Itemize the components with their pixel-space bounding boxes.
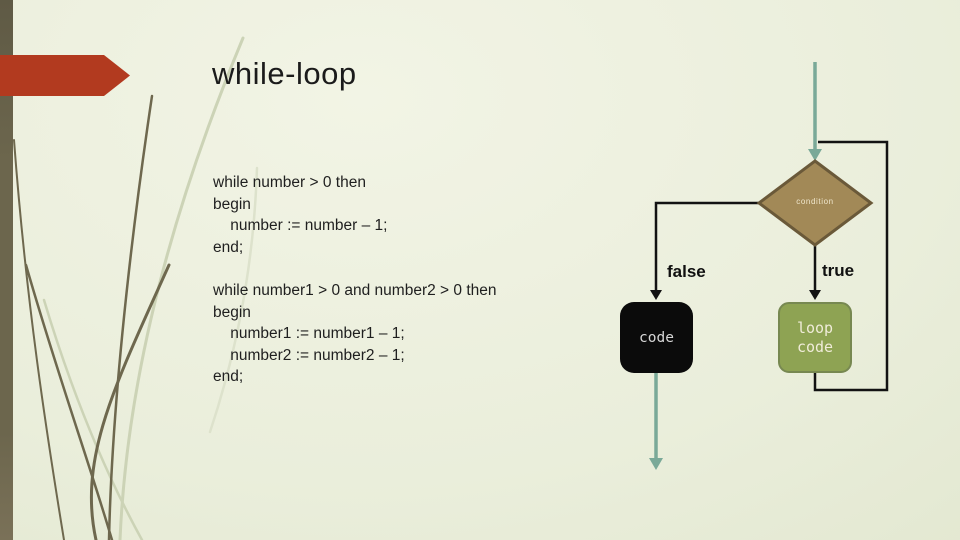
decor-curve-light [208,166,259,434]
code-process-box: code [620,302,693,373]
decor-curve-light [118,36,245,540]
decor-curve-light [42,298,144,540]
code-line: number := number – 1; [213,217,388,234]
code-line: while number1 > 0 and number2 > 0 then [213,282,497,299]
flow-entry-arrowhead-icon [808,149,822,161]
loop-code-box-label: loop code [796,318,834,356]
code-line: while number > 0 then [213,174,366,191]
code-snippet-single-variable: while number > 0 then begin number := nu… [213,172,387,258]
loop-back-line [813,140,889,392]
red-arrow-accent [0,55,130,96]
code-line: end; [213,238,244,256]
code-line: begin [213,195,251,213]
decor-curve-dark [89,263,171,540]
decor-curve-dark [13,139,65,540]
false-arrowhead-icon [650,290,662,300]
decor-curve-dark [24,263,114,540]
condition-label: condition [796,197,834,206]
true-arrowhead-icon [809,290,821,300]
flow-exit-arrowhead-icon [649,458,663,470]
left-sidebar-stripe [0,0,13,540]
code-line: number1 := number1 – 1; [213,325,405,342]
false-branch-label: false [667,262,706,281]
loop-code-process-box: loop code [778,302,852,373]
condition-diamond [756,159,874,247]
code-line: number2 := number2 – 1; [213,346,405,364]
code-box-label: code [639,329,674,346]
page-title: while-loop [212,56,357,91]
code-line: end; [213,368,244,385]
code-line: begin [213,303,251,321]
false-branch-line [654,201,761,290]
decor-curve-dark [107,94,154,540]
true-branch-label: true [822,261,855,280]
code-snippet-two-variables: while number1 > 0 and number2 > 0 then b… [213,280,497,388]
